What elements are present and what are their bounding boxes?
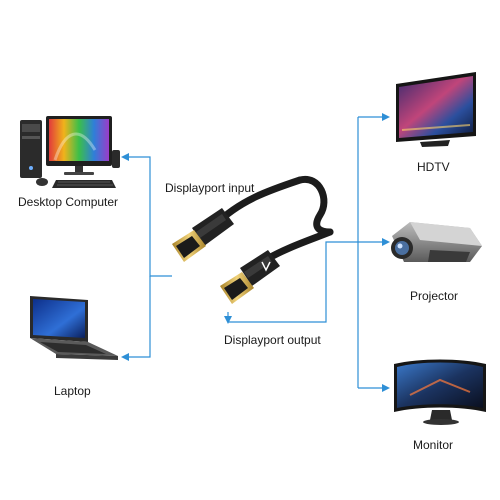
monitor-arrowhead bbox=[382, 384, 390, 392]
desktop-arrowhead bbox=[121, 153, 129, 161]
displayport-input-label: Displayport input bbox=[165, 181, 255, 195]
projector-icon bbox=[391, 222, 482, 262]
laptop-icon bbox=[30, 296, 118, 360]
laptop-arrowhead bbox=[121, 353, 129, 361]
output-arrowhead bbox=[224, 316, 232, 324]
hdtv-arrowhead bbox=[382, 113, 390, 121]
projector-label: Projector bbox=[410, 289, 459, 303]
laptop-label: Laptop bbox=[54, 384, 91, 398]
laptop-to-input-line bbox=[128, 276, 151, 358]
connector-lines bbox=[121, 113, 390, 392]
monitor-icon bbox=[394, 359, 486, 425]
projector-arrowhead bbox=[382, 238, 390, 246]
desktop-computer-icon bbox=[20, 116, 120, 188]
desktop-to-input-line bbox=[128, 156, 172, 277]
displayport-output-connector bbox=[220, 250, 280, 304]
displayport-input-connector bbox=[172, 208, 234, 262]
displayport-output-label: Displayport output bbox=[224, 333, 321, 347]
desktop-computer-label: Desktop Computer bbox=[18, 195, 119, 209]
displayport-cable-icon bbox=[172, 175, 334, 304]
monitor-label: Monitor bbox=[413, 438, 454, 452]
hdtv-label: HDTV bbox=[417, 160, 450, 174]
hdtv-icon bbox=[396, 72, 476, 147]
